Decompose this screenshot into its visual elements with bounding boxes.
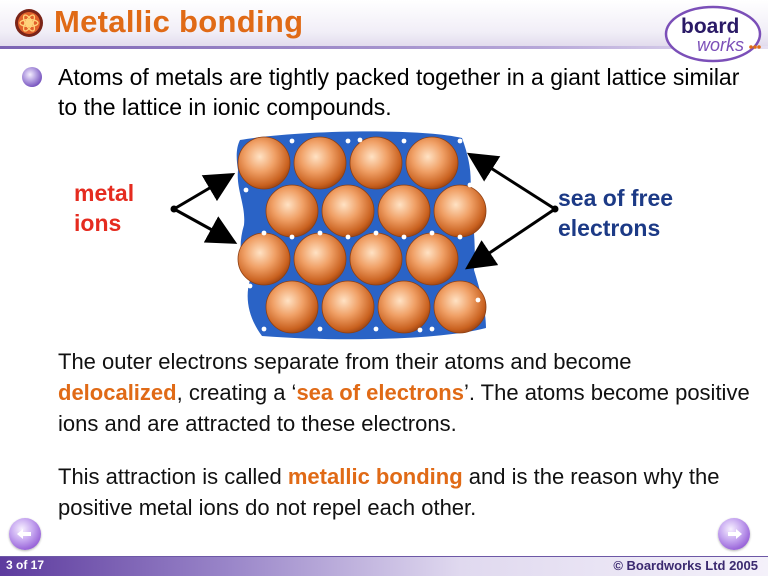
free-electron — [247, 283, 253, 289]
arrow-right-icon — [728, 529, 742, 539]
copyright-text: © Boardworks Ltd 2005 — [613, 558, 758, 573]
free-electron — [233, 138, 239, 144]
metal-ion — [349, 232, 403, 286]
free-electron — [261, 326, 267, 332]
intro-text: Atoms of metals are tightly packed toget… — [58, 64, 740, 120]
free-electron — [261, 230, 267, 236]
footer-band — [0, 557, 768, 576]
free-electron — [401, 234, 407, 240]
page-title: Metallic bonding — [54, 4, 304, 39]
free-electron — [345, 138, 351, 144]
metal-ion — [349, 136, 403, 190]
metal-ion — [237, 232, 291, 286]
footer-line — [0, 556, 768, 557]
metal-ion — [405, 232, 459, 286]
previous-slide-button[interactable] — [9, 518, 41, 550]
free-electron — [289, 138, 295, 144]
free-electron — [345, 234, 351, 240]
header-rule — [0, 46, 768, 49]
paragraph-delocalization: The outer electrons separate from their … — [58, 346, 758, 439]
metal-ion — [377, 184, 431, 238]
keyword-metallic-bonding: metallic bonding — [287, 464, 463, 489]
metal-ions-label: metal ions — [74, 180, 135, 236]
free-electron — [289, 234, 295, 240]
free-electron — [233, 234, 239, 240]
free-electron — [429, 230, 435, 236]
free-electron — [475, 297, 481, 303]
boardworks-logo: board works — [664, 5, 762, 63]
keyword-delocalized: delocalized — [58, 380, 177, 405]
metal-ion — [293, 136, 347, 190]
free-electron — [357, 137, 363, 143]
free-electron — [373, 230, 379, 236]
bullet-icon — [22, 67, 42, 87]
metal-ion — [405, 136, 459, 190]
free-electron — [417, 327, 423, 333]
next-slide-button[interactable] — [718, 518, 750, 550]
metal-ion — [433, 280, 487, 334]
p1-text-1: The outer electrons separate from their … — [58, 349, 632, 374]
free-electron — [457, 234, 463, 240]
paragraph-metallic-bonding: This attraction is called metallic bondi… — [58, 461, 758, 523]
metal-ion — [265, 280, 319, 334]
free-electron — [485, 326, 491, 332]
header-band — [0, 0, 768, 46]
arrow-left-icon — [17, 529, 31, 539]
svg-text:works: works — [697, 35, 744, 55]
free-electron — [485, 230, 491, 236]
p2-text-1: This attraction is called — [58, 464, 288, 489]
svg-text:board: board — [681, 15, 739, 38]
metal-ion — [237, 136, 291, 190]
metal-ion — [321, 280, 375, 334]
metal-ion — [377, 280, 431, 334]
free-electron — [243, 187, 249, 193]
metal-ion-grid — [237, 136, 487, 334]
free-electron — [317, 326, 323, 332]
metal-lattice-diagram — [170, 131, 559, 340]
slide-number: 3 of 17 — [6, 558, 45, 572]
metal-ion — [293, 232, 347, 286]
p1-text-2: , creating a ‘ — [176, 380, 297, 405]
keyword-sea-of-electrons: sea of electrons — [296, 380, 464, 405]
metal-ion — [321, 184, 375, 238]
p2-text-2: and is the reason why the positive metal… — [58, 464, 720, 520]
chemistry-badge-icon — [15, 9, 43, 37]
diagram-arrows — [173, 152, 556, 270]
free-electron — [467, 182, 473, 188]
metal-ion — [433, 184, 487, 238]
p1-text-3: ’. The atoms become positive ions and ar… — [58, 380, 750, 436]
free-electron — [317, 230, 323, 236]
free-electron — [373, 326, 379, 332]
free-electron — [401, 138, 407, 144]
sea-of-electrons-label: sea of free electrons — [558, 185, 674, 241]
free-electron — [457, 138, 463, 144]
metal-ion — [265, 184, 319, 238]
free-electron — [429, 326, 435, 332]
